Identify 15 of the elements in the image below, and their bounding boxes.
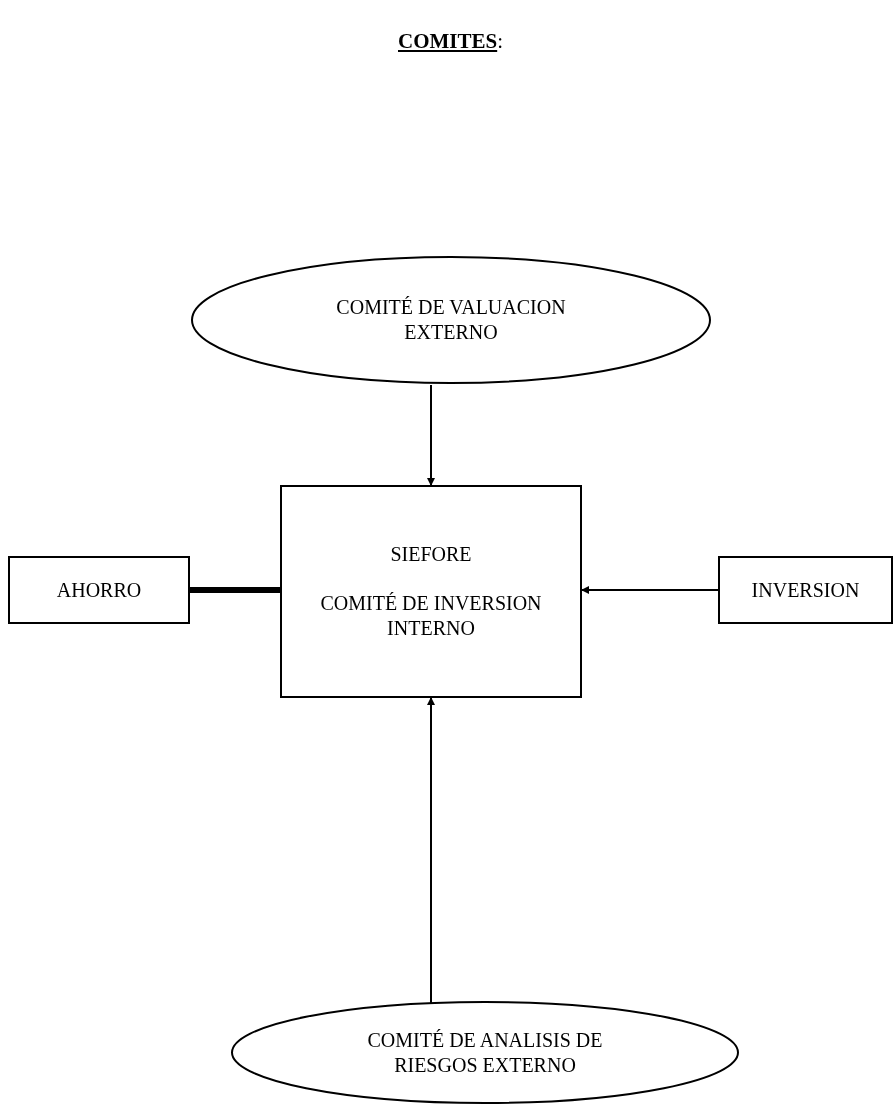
committee-ellipse <box>190 255 712 385</box>
process-box <box>280 485 582 698</box>
process-box <box>8 556 190 624</box>
node-label: COMITÉ DE INVERSION INTERNO <box>319 591 543 641</box>
arrow <box>427 697 435 1004</box>
node-label: AHORRO <box>56 577 142 603</box>
node-label: COMITÉ DE VALUACION EXTERNO <box>335 295 567 345</box>
node-label: COMITÉ DE ANALISIS DE RIESGOS EXTERNO <box>366 1027 604 1078</box>
process-box <box>718 556 893 624</box>
node-label: INVERSION <box>751 577 860 603</box>
title: COMITES: <box>398 28 504 55</box>
committee-ellipse <box>230 1000 740 1105</box>
arrow <box>581 586 719 594</box>
box-heading: SIEFORE <box>390 542 472 567</box>
arrow <box>427 384 435 486</box>
